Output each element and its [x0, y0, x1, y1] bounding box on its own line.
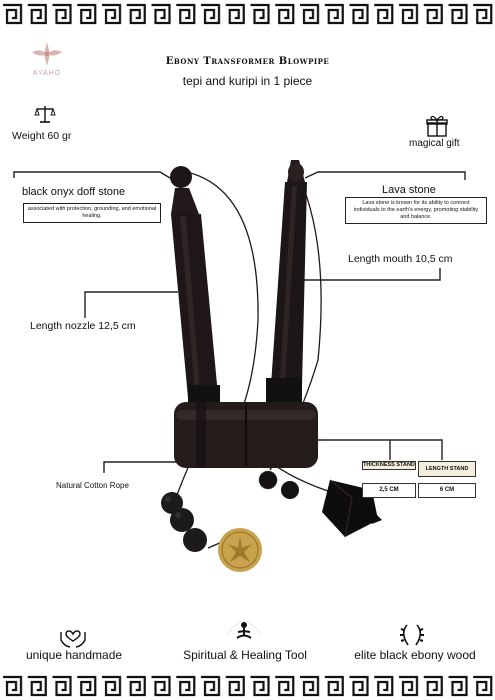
onyx-stone-description: associated with protection, grounding, a…	[23, 203, 161, 223]
gift-label: magical gift	[409, 138, 460, 149]
balance-scale-icon	[34, 106, 56, 123]
weight-label: Weight 60 gr	[12, 130, 72, 142]
lava-stone-description: Lava stone is known for its ability to c…	[345, 197, 487, 224]
thickness-stand-header: THICKNESS STAND	[362, 461, 416, 470]
ayaho-logo-icon	[32, 42, 62, 66]
length-stand-header: LENGTH STAND	[418, 461, 476, 477]
thickness-stand-value: 2,5 CM	[362, 483, 416, 498]
footer-unique-handmade: unique handmade	[25, 648, 123, 662]
length-nozzle-label: Length nozzle 12,5 cm	[30, 320, 136, 332]
greek-key-border-top	[0, 0, 495, 28]
rope-label: Natural Cotton Rope	[56, 481, 129, 490]
hands-heart-icon	[60, 630, 86, 648]
footer-spiritual-healing-tool: Spiritual & Healing Tool	[183, 648, 307, 662]
brand-logo-text: AYAHO	[32, 70, 62, 77]
meditation-icon	[227, 620, 261, 639]
gift-box-icon	[426, 115, 448, 137]
length-mouth-label: Length mouth 10,5 cm	[348, 253, 453, 265]
lava-stone-title: Lava stone	[382, 184, 436, 196]
footer-elite-ebony-wood: elite black ebony wood	[354, 648, 476, 662]
onyx-stone-title: black onyx doff stone	[22, 186, 126, 198]
page-title: Ebony Transformer Blowpipe	[165, 56, 330, 67]
greek-key-border-bottom	[0, 672, 495, 700]
page-subtitle: tepi and kuripi in 1 piece	[182, 74, 313, 88]
length-stand-value: 6 CM	[418, 483, 476, 498]
laurel-wreath-icon	[400, 624, 424, 646]
